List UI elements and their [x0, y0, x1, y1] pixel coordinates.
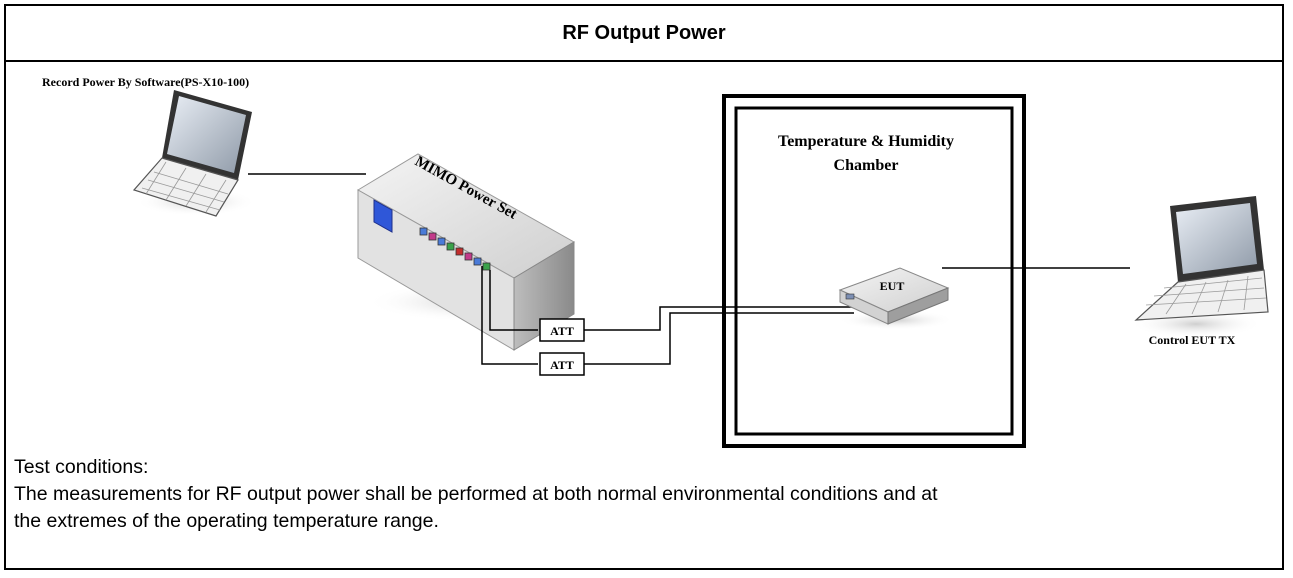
- figure-frame: RF Output Power Record Power By Software…: [4, 4, 1284, 570]
- notes-heading: Test conditions:: [14, 456, 149, 478]
- chamber-label-line2: Chamber: [834, 157, 899, 174]
- mimo-power-set-icon: [357, 153, 586, 351]
- laptop-right-icon: [1130, 196, 1269, 338]
- temperature-humidity-chamber: [722, 94, 1026, 448]
- test-conditions-notes: Test conditions: The measurements for RF…: [14, 454, 1276, 535]
- cables-att-to-eut: [584, 306, 854, 365]
- test-setup-diagram: Record Power By Software(PS-X10-100): [42, 75, 1269, 448]
- cables-powerset-to-att: [481, 266, 538, 365]
- notes-line-2: the extremes of the operating temperatur…: [14, 510, 439, 532]
- att-label-2: ATT: [550, 358, 574, 372]
- att-label-1: ATT: [550, 324, 574, 338]
- eut-device-icon: [838, 267, 954, 330]
- laptop-left-icon: [132, 90, 256, 217]
- control-eut-label: Control EUT TX: [1149, 333, 1236, 347]
- record-power-label: Record Power By Software(PS-X10-100): [42, 75, 249, 89]
- eut-label: EUT: [880, 279, 905, 293]
- notes-line-1: The measurements for RF output power sha…: [14, 483, 938, 505]
- figure-title: RF Output Power: [6, 6, 1282, 62]
- chamber-label-line1: Temperature & Humidity: [778, 133, 954, 150]
